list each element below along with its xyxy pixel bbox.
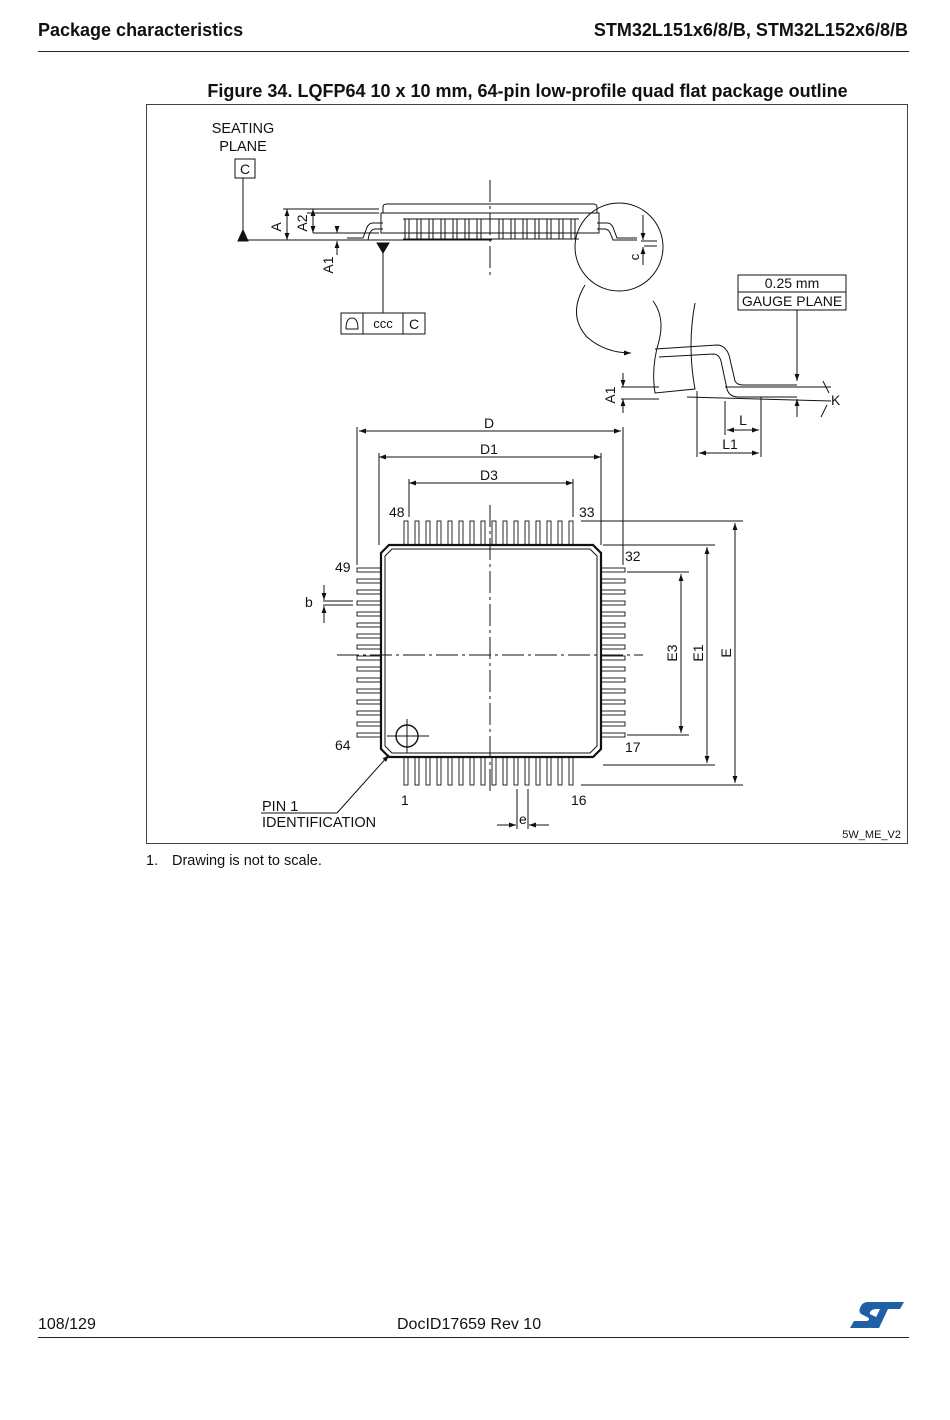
- footer-rule: [38, 1337, 909, 1338]
- left-lead: [347, 222, 383, 241]
- detail-arrow: [576, 284, 632, 356]
- figure-frame: SEATING PLANE C: [146, 104, 908, 844]
- pin1-id-label-1: PIN 1: [262, 799, 298, 815]
- gauge-value-label: 0.25 mm: [765, 275, 819, 291]
- package-outline-drawing: SEATING PLANE C: [212, 121, 901, 841]
- pin-16-label: 16: [571, 792, 587, 808]
- dim-k-label: K: [831, 392, 841, 408]
- datum-c-label: C: [240, 161, 250, 177]
- dim-e1-label: E1: [690, 644, 706, 661]
- gauge-plane-box: [737, 291, 847, 311]
- top-view: D D1 D3: [261, 415, 743, 831]
- pins-left: [356, 567, 382, 738]
- detail-lead: [654, 344, 797, 398]
- st-logo-icon: [848, 1300, 906, 1335]
- pin-33-label: 33: [579, 504, 595, 520]
- detail-a1-label: A1: [602, 386, 618, 403]
- dim-l-label: L: [739, 412, 747, 428]
- plane-label: PLANE: [219, 139, 267, 155]
- note-1: 1. Drawing is not to scale.: [146, 853, 322, 869]
- gauge-plane-label: GAUGE PLANE: [742, 293, 842, 309]
- header-rule: [38, 51, 909, 52]
- pin-1-label: 1: [401, 792, 409, 808]
- pins-right: [600, 567, 626, 738]
- flatness-symbol: [345, 317, 359, 330]
- pin-64-label: 64: [335, 737, 351, 753]
- datum-box: [234, 158, 256, 179]
- pin-17-label: 17: [625, 739, 641, 755]
- ccc-datum-label: C: [409, 316, 419, 332]
- dim-a-label: A: [268, 222, 284, 232]
- drawing-code: 5W_ME_V2: [842, 829, 901, 841]
- figure-title: Figure 34. LQFP64 10 x 10 mm, 64-pin low…: [207, 81, 848, 101]
- page-number: 108/129: [38, 1316, 96, 1333]
- lead-detail: 0.25 mm GAUGE PLANE A1 K L L1: [602, 274, 847, 457]
- side-view: SEATING PLANE C: [212, 121, 664, 356]
- dim-b-label: b: [305, 594, 313, 610]
- document-id: DocID17659 Rev 10: [397, 1316, 542, 1333]
- dim-e-pitch-label: e: [519, 811, 527, 827]
- dim-a1-label: A1: [320, 256, 336, 273]
- dim-d3-label: D3: [480, 467, 498, 483]
- note-text: Drawing is not to scale.: [172, 853, 322, 869]
- detail-circle: [574, 202, 664, 292]
- detail-body: [652, 300, 696, 394]
- note-number: 1.: [146, 853, 159, 869]
- body-top: [382, 203, 598, 213]
- pins-top: [403, 520, 574, 546]
- pins-bottom: [403, 756, 574, 786]
- seating-triangle: [237, 228, 249, 242]
- ccc-label: ccc: [373, 316, 393, 331]
- product-title: STM32L151x6/8/B, STM32L152x6/8/B: [593, 20, 908, 40]
- right-lead: [597, 222, 637, 241]
- pin1-id-label-2: IDENTIFICATION: [262, 815, 376, 831]
- dim-d1-label: D1: [480, 441, 498, 457]
- package-top-body: [379, 543, 603, 759]
- dim-d-label: D: [484, 415, 494, 431]
- pin-48-label: 48: [389, 504, 405, 520]
- dim-e3-label: E3: [664, 644, 680, 661]
- pin-49-label: 49: [335, 559, 351, 575]
- pin-32-label: 32: [625, 548, 641, 564]
- dim-l1-label: L1: [722, 436, 738, 452]
- seating-label: SEATING: [212, 121, 275, 137]
- section-title: Package characteristics: [38, 20, 244, 40]
- dim-e-label: E: [718, 648, 734, 657]
- lead-comb: [403, 218, 579, 240]
- dim-a2-label: A2: [294, 214, 310, 231]
- ccc-frame: [340, 312, 426, 335]
- dim-c-label: c: [627, 253, 642, 260]
